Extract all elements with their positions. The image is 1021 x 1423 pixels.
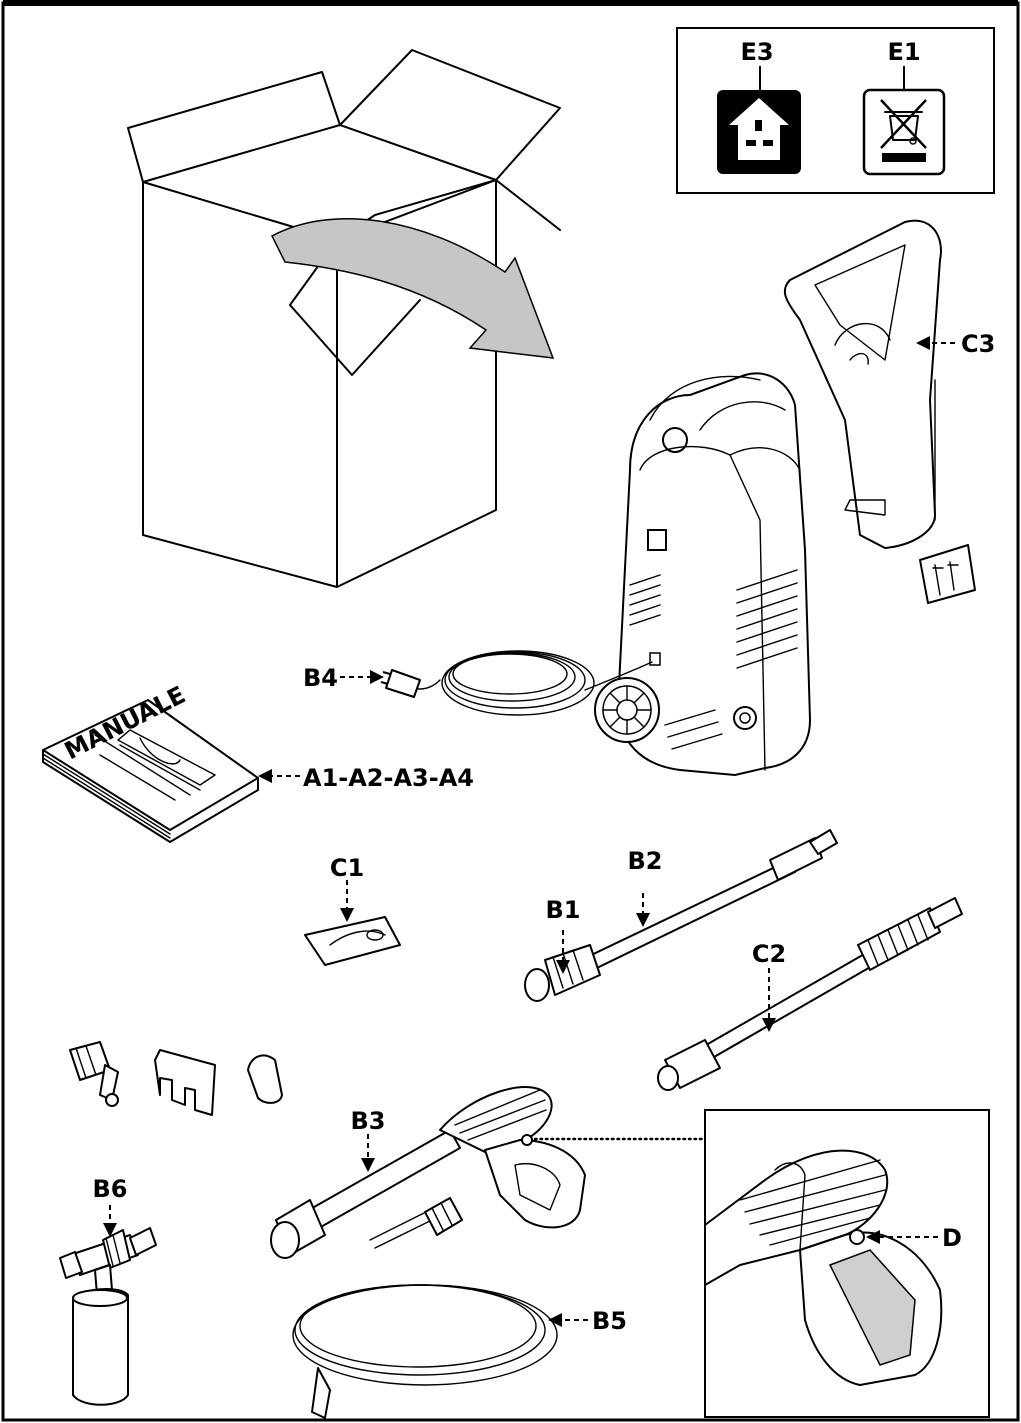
power-cord — [380, 650, 653, 716]
label-b3: B3 — [351, 1107, 386, 1135]
pressure-washer-unit — [594, 372, 811, 776]
high-pressure-hose — [292, 1197, 558, 1419]
crossed-out-wheelie-bin-icon — [862, 88, 946, 176]
spray-lance-c2 — [657, 897, 963, 1091]
label-c2: C2 — [752, 940, 786, 968]
label-e1: E1 — [887, 38, 920, 66]
symbols-box: E3 E1 — [676, 27, 995, 194]
leaders — [103, 336, 955, 1327]
holder-part — [247, 1054, 283, 1104]
label-c3: C3 — [961, 330, 995, 358]
handle-part — [783, 219, 942, 549]
label-b4: B4 — [303, 664, 338, 692]
label-a1-a4: A1-A2-A3-A4 — [303, 764, 474, 792]
label-d: D — [942, 1224, 962, 1252]
spray-lance-b2 — [524, 829, 838, 1002]
adapter-fitting — [69, 1041, 119, 1107]
label-e3: E3 — [740, 38, 773, 66]
label-c1: C1 — [330, 854, 364, 882]
label-b6: B6 — [93, 1175, 128, 1203]
spray-gun — [270, 1086, 586, 1259]
small-parts-bag — [304, 916, 401, 966]
clip-part — [154, 1049, 216, 1116]
open-box-illustration — [127, 49, 561, 588]
detergent-bottle — [59, 1227, 157, 1406]
label-b1: B1 — [546, 896, 581, 924]
label-b2: B2 — [628, 847, 663, 875]
screw-bag — [919, 544, 976, 604]
detail-inset — [704, 1109, 990, 1418]
label-b5: B5 — [592, 1307, 627, 1335]
uk-plug-socket-icon — [717, 90, 801, 174]
